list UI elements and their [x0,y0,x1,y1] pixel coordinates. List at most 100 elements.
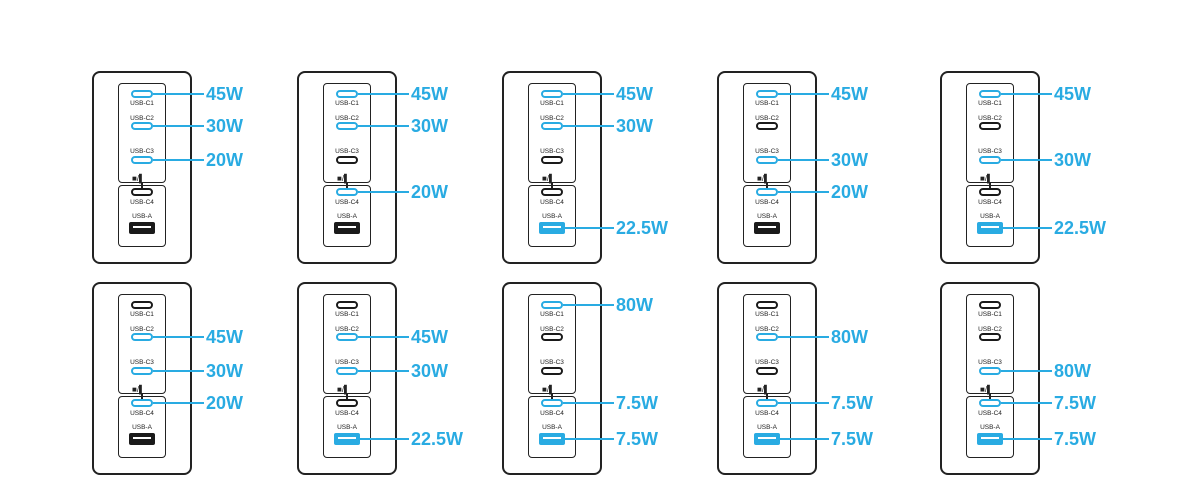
usb-a-port-icon [977,222,1003,234]
usb-c-port-icon [979,122,1001,130]
power-symbol-icon: ■/▌ [337,174,350,183]
port-leader-line [153,370,204,372]
usb-c-port-icon [979,188,1001,196]
port-wattage: 30W [616,116,654,136]
usb-a-port-tongue [981,226,999,228]
port-label: USB-C3 [540,359,564,366]
port-label: USB-C2 [755,115,779,122]
usb-a-port-icon [334,433,360,445]
port-leader-line [153,93,204,95]
usb-c-port-icon [541,188,563,196]
port-label: USB-C3 [755,148,779,155]
port-label: USB-C1 [978,100,1002,107]
port-label: USB-C1 [130,311,154,318]
port-wattage: 22.5W [411,429,464,449]
port-leader-line [563,304,614,306]
usb-c-port-icon [131,188,153,196]
port-leader-line [778,93,829,95]
port-label: USB-C3 [335,359,359,366]
port-leader-line [780,438,829,440]
port-label: USB-C2 [755,326,779,333]
power-symbol-icon: ■/▌ [542,385,555,394]
power-symbol-icon: ■/▌ [337,385,350,394]
port-wattage: 7.5W [1054,429,1097,449]
usb-c-port-icon [979,156,1001,164]
usb-a-port-tongue [758,437,776,439]
port-label: USB-C1 [130,100,154,107]
port-label: USB-C3 [540,148,564,155]
usb-c-port-icon [979,333,1001,341]
port-label: USB-C4 [755,199,779,206]
usb-c-port-icon [336,367,358,375]
usb-a-port-icon [539,222,565,234]
usb-c-port-icon [131,122,153,130]
port-wattage: 30W [411,361,449,381]
port-label: USB-C4 [978,410,1002,417]
port-wattage: 45W [831,84,869,104]
usb-c-port-icon [541,156,563,164]
charger-top-panel [323,294,371,394]
power-symbol-icon: ■/▌ [980,385,993,394]
port-label: USB-C3 [978,359,1002,366]
power-symbol-icon: ■/▌ [757,385,770,394]
panel-divider [989,183,991,189]
port-wattage: 45W [1054,84,1092,104]
port-label: USB-C2 [335,115,359,122]
charger-top-panel [743,294,791,394]
usb-c-port-icon [131,367,153,375]
port-wattage: 7.5W [616,393,659,413]
usb-c-port-icon [541,122,563,130]
port-leader-line [778,336,829,338]
port-leader-line [153,125,204,127]
port-label: USB-A [337,213,357,220]
port-leader-line [1001,402,1052,404]
port-wattage: 7.5W [831,393,874,413]
usb-a-port-tongue [543,437,561,439]
port-label: USB-C2 [978,115,1002,122]
port-leader-line [778,159,829,161]
port-leader-line [360,438,409,440]
port-leader-line [1003,227,1052,229]
power-symbol-icon: ■/▌ [542,174,555,183]
port-label: USB-A [542,213,562,220]
port-label: USB-A [337,424,357,431]
usb-a-port-tongue [338,226,356,228]
usb-c-port-icon [979,367,1001,375]
port-wattage: 30W [206,116,244,136]
port-wattage: 45W [411,327,449,347]
port-leader-line [358,370,409,372]
usb-c-port-icon [756,399,778,407]
port-label: USB-C1 [540,100,564,107]
port-label: USB-C1 [335,100,359,107]
port-label: USB-A [980,213,1000,220]
port-leader-line [1001,93,1052,95]
port-wattage: 7.5W [1054,393,1097,413]
usb-a-port-tongue [543,226,561,228]
port-label: USB-C2 [540,326,564,333]
port-label: USB-A [757,424,777,431]
port-label: USB-C3 [130,148,154,155]
port-label: USB-C2 [540,115,564,122]
port-leader-line [563,125,614,127]
port-wattage: 7.5W [616,429,659,449]
usb-c-port-icon [131,301,153,309]
port-leader-line [153,402,204,404]
usb-c-port-icon [541,301,563,309]
usb-c-port-icon [131,333,153,341]
charger-top-panel [323,83,371,183]
port-leader-line [565,438,614,440]
port-wattage: 22.5W [1054,218,1107,238]
usb-c-port-icon [756,122,778,130]
port-label: USB-A [542,424,562,431]
usb-c-port-icon [756,333,778,341]
port-leader-line [358,336,409,338]
charger-top-panel [118,294,166,394]
port-label: USB-C1 [540,311,564,318]
